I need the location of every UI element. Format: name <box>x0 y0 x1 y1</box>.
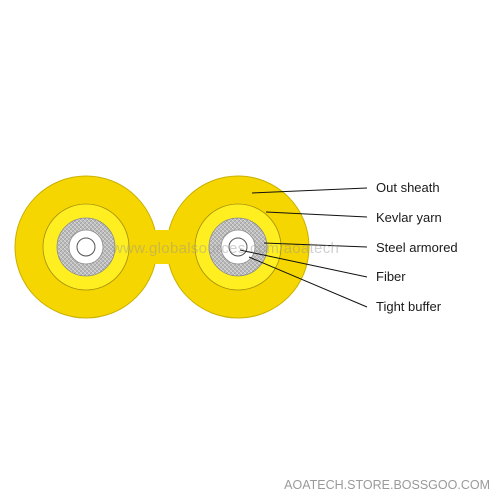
leader-out-sheath <box>251 187 368 194</box>
right-fiber-unit <box>194 203 282 291</box>
left-fiber-unit <box>42 203 130 291</box>
fiber-right <box>228 237 248 257</box>
leader-steel-armored <box>263 242 368 248</box>
leader-tight-buffer <box>248 256 368 308</box>
leader-kevlar-yarn <box>265 211 368 218</box>
label-fiber: Fiber <box>376 269 406 284</box>
leader-fiber <box>239 249 368 278</box>
label-out-sheath: Out sheath <box>376 180 440 195</box>
watermark-middle: www.globalsources.com/aoatech <box>112 240 340 257</box>
label-tight-buffer: Tight buffer <box>376 299 442 314</box>
label-kevlar-yarn: Kevlar yarn <box>376 210 442 225</box>
label-steel-armored: Steel armored <box>376 240 458 255</box>
fiber-left <box>76 237 96 257</box>
watermark-bottom: AOATECH.STORE.BOSSGOO.COM <box>284 478 490 492</box>
leader-lines <box>239 187 368 308</box>
